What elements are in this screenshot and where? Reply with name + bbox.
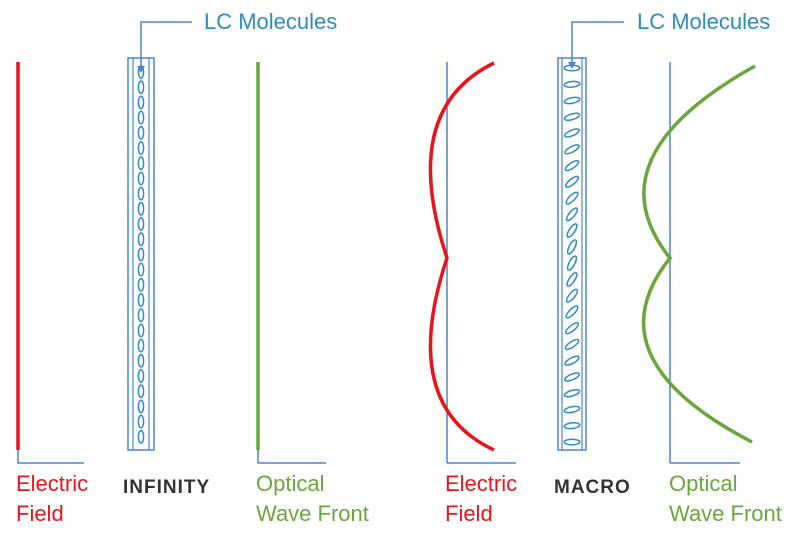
- lc-molecule-icon: [137, 384, 145, 399]
- right-optical-label-line1: Optical: [669, 471, 738, 496]
- lc-molecule-icon: [565, 191, 579, 205]
- lc-molecule-icon: [137, 429, 145, 444]
- left-callout-arrowhead: [137, 66, 145, 73]
- right-mode-label: MACRO: [554, 477, 631, 498]
- right-electric-field-label-line1: Electric: [445, 471, 518, 496]
- lc-molecule-icon: [137, 232, 145, 247]
- left-lc-cell-outer: [127, 57, 155, 451]
- left-optical-bracket: [257, 450, 326, 464]
- lc-molecule-icon: [564, 144, 580, 155]
- lc-molecule-icon: [565, 288, 579, 303]
- lc-molecule-icon: [566, 271, 578, 287]
- lc-molecule-icon: [566, 255, 578, 271]
- lc-molecule-icon: [137, 95, 145, 110]
- lc-molecule-icon: [137, 399, 145, 414]
- lc-molecule-icon: [137, 171, 145, 186]
- lc-molecule-icon: [565, 305, 579, 319]
- left-mode-label: INFINITY: [123, 477, 211, 498]
- lc-molecule-icon: [137, 308, 145, 323]
- right-electric-field-curve: [428, 61, 495, 452]
- lc-molecule-icon: [137, 293, 145, 307]
- lc-molecule-icon: [137, 217, 145, 231]
- lc-molecule-icon: [137, 201, 145, 216]
- right-electric-field-label-line2: Field: [445, 501, 493, 526]
- lc-molecule-icon: [563, 96, 581, 105]
- lc-molecule-icon: [563, 388, 581, 398]
- lc-molecule-icon: [563, 438, 581, 446]
- lc-molecule-icon: [564, 355, 580, 366]
- lc-molecule-icon: [137, 125, 145, 140]
- lc-molecule-icon: [137, 369, 145, 383]
- right-callout-arrowhead: [568, 62, 576, 69]
- lc-molecule-icon: [563, 80, 581, 88]
- left-lc-molecules: [137, 65, 145, 444]
- right-lc-molecules: [563, 64, 581, 446]
- right-optical-label-line2: Wave Front: [669, 501, 782, 526]
- right-callout-line: [571, 21, 624, 64]
- left-electric-bracket: [17, 450, 84, 464]
- right-lc-molecules-callout: LC Molecules: [637, 9, 771, 34]
- lc-molecule-icon: [563, 372, 581, 382]
- lc-molecule-icon: [564, 159, 580, 172]
- lc-molecule-icon: [137, 338, 145, 353]
- lc-molecule-icon: [137, 277, 145, 292]
- left-electric-field-label-line2: Field: [16, 501, 64, 526]
- lc-molecule-icon: [137, 80, 145, 95]
- lc-molecule-icon: [563, 128, 581, 138]
- left-optical-label-line2: Wave Front: [256, 501, 369, 526]
- lc-molecule-icon: [137, 323, 145, 338]
- lc-molecule-icon: [137, 353, 145, 368]
- lc-molecule-icon: [563, 112, 581, 122]
- lc-molecule-icon: [563, 405, 581, 414]
- lc-molecule-icon: [137, 110, 145, 125]
- lc-molecule-icon: [564, 175, 580, 188]
- lc-molecule-icon: [565, 207, 579, 222]
- lc-molecule-icon: [137, 262, 145, 277]
- left-optical-label-line1: Optical: [256, 471, 325, 496]
- left-lc-molecules-callout: LC Molecules: [204, 9, 338, 34]
- lc-molecule-icon: [137, 141, 145, 155]
- left-electric-field-label-line1: Electric: [16, 471, 89, 496]
- lc-molecule-icon: [564, 338, 580, 351]
- lc-molecule-icon: [137, 186, 145, 201]
- left-callout-line: [140, 21, 192, 68]
- lc-molecule-icon: [566, 223, 578, 239]
- lc-molecule-icon: [564, 322, 580, 335]
- lc-molecule-icon: [563, 422, 581, 430]
- lc-molecule-icon: [137, 156, 145, 171]
- lc-molecule-icon: [137, 414, 145, 429]
- lc-molecule-icon: [137, 247, 145, 262]
- lc-molecule-icon: [566, 239, 578, 255]
- right-optical-wave-curve: [641, 64, 756, 444]
